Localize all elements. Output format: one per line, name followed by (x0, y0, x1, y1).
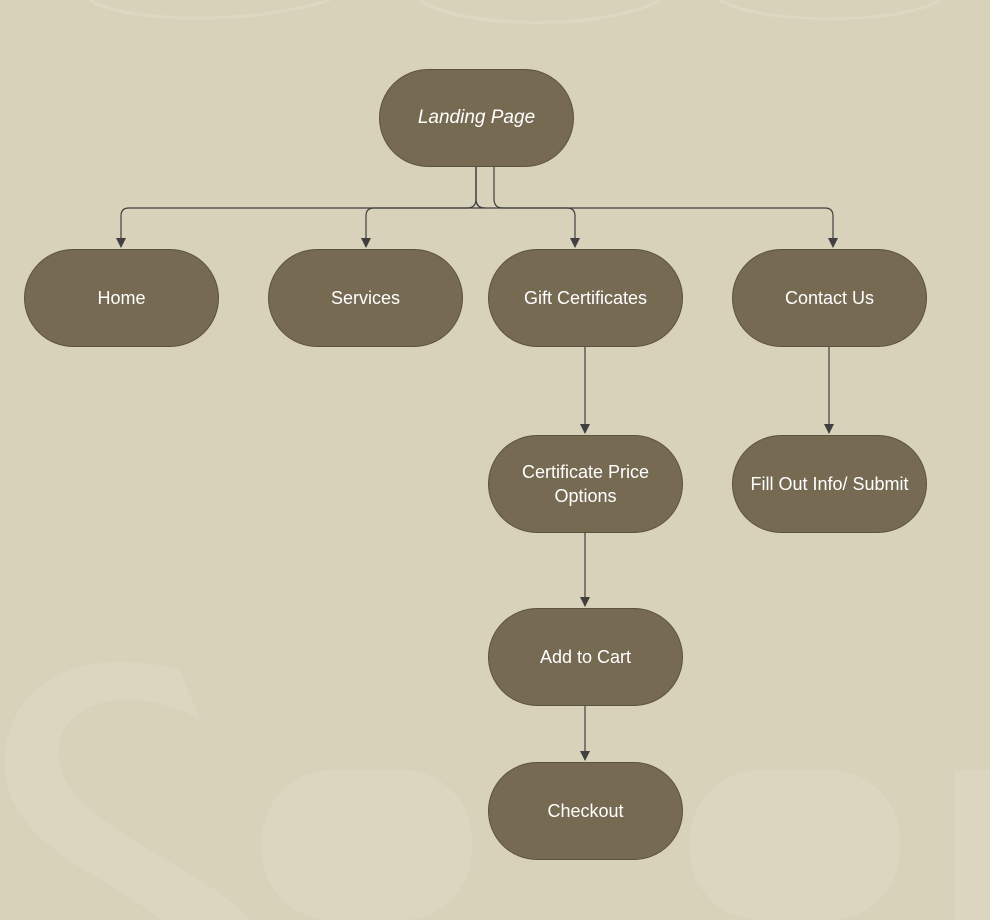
node-label: Services (330, 288, 401, 308)
node-home[interactable]: Home (24, 249, 219, 347)
node-label: Checkout (547, 801, 624, 821)
edge-landing-contact (493, 167, 838, 248)
node-landing-page[interactable]: Landing Page (379, 69, 574, 167)
node-checkout[interactable]: Checkout (488, 762, 683, 860)
node-label: Contact Us (784, 288, 875, 308)
node-label: Landing Page (417, 107, 536, 128)
node-label: Fill Out Info/ Submit (750, 474, 909, 494)
node-add-to-cart[interactable]: Add to Cart (488, 608, 683, 706)
node-label: Home (97, 288, 146, 308)
node-label: Gift Certificates (523, 288, 648, 308)
edge-landing-gift (475, 167, 580, 248)
node-gift-certificates[interactable]: Gift Certificates (488, 249, 683, 347)
node-label: Add to Cart (539, 647, 632, 667)
node-certificate-price-options[interactable]: Certificate Price Options (488, 435, 683, 533)
edge-landing-services (361, 167, 486, 248)
node-services[interactable]: Services (268, 249, 463, 347)
edge-landing-home (116, 167, 477, 248)
node-contact-us[interactable]: Contact Us (732, 249, 927, 347)
node-fill-out-info-submit[interactable]: Fill Out Info/ Submit (732, 435, 927, 533)
node-label: Certificate Price Options (521, 462, 650, 506)
